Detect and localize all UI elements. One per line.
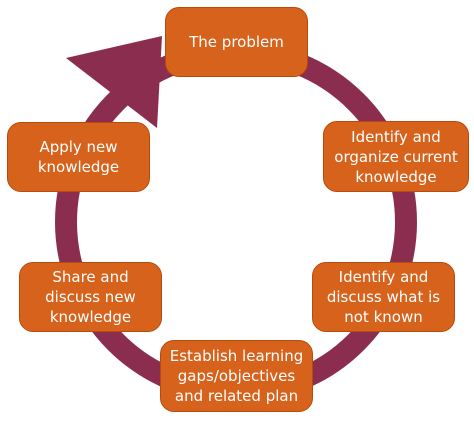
stage-label: Identify and organize current knowledge [334,127,458,186]
stage-box-apply: Apply new knowledge [7,122,150,192]
stage-label: The problem [189,33,284,51]
stage-label: Identify and discuss what is not known [326,268,441,326]
cycle-arrowhead [66,36,162,128]
stage-box-identify-organize: Identify and organize current knowledge [323,121,469,192]
stage-box-problem: The problem [165,7,308,77]
stage-box-establish: Establish learning gaps/objectives and r… [160,340,313,412]
stage-label: Share and discuss new knowledge [45,268,136,326]
stage-label: Establish learning gaps/objectives and r… [169,347,304,405]
stage-box-share: Share and discuss new knowledge [19,262,162,332]
stage-label: Apply new knowledge [37,138,120,176]
stage-box-identify-discuss: Identify and discuss what is not known [312,262,455,332]
